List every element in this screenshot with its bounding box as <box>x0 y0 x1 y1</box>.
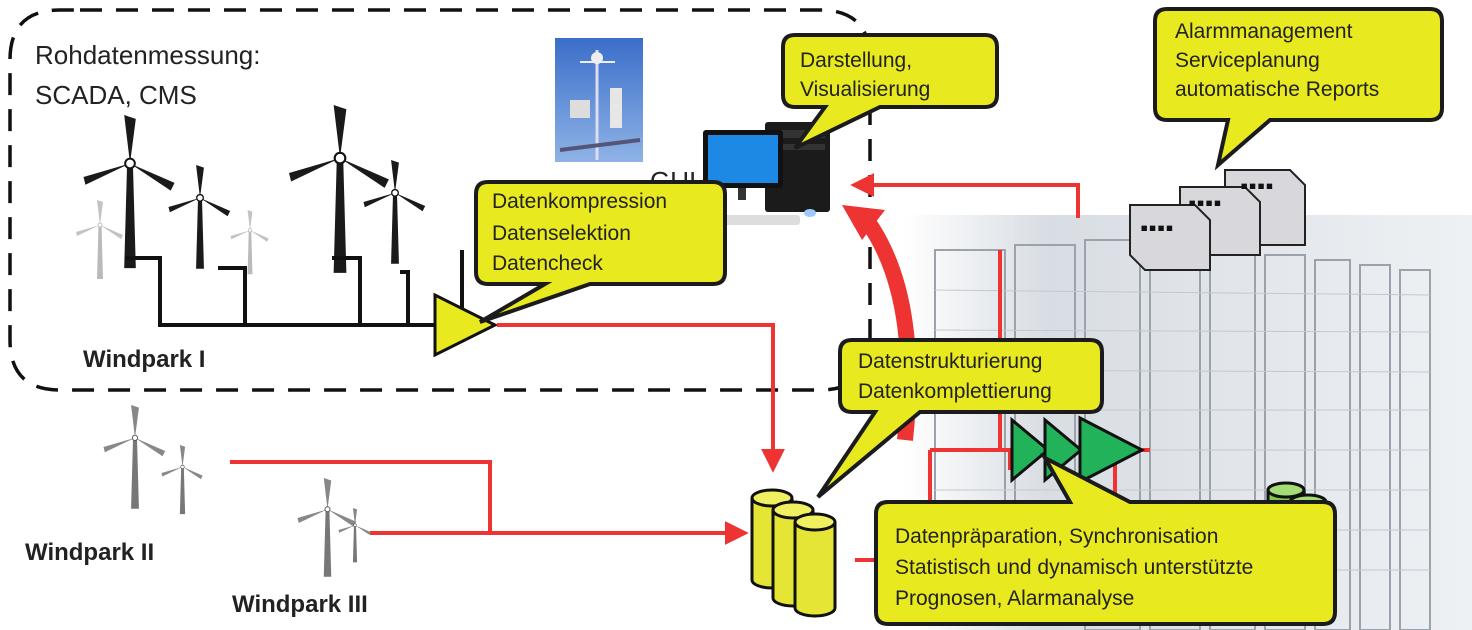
wind-turbine-icon <box>167 165 231 270</box>
callout-alarm-line2: Serviceplanung <box>1175 49 1320 72</box>
wind-turbine-icon <box>287 105 390 274</box>
callout-preparation-line2: Statistisch und dynamisch unterstützte <box>895 556 1253 579</box>
windpark-one-turbines <box>75 105 426 280</box>
callout-visualization-line1: Darstellung, <box>800 49 912 72</box>
windpark-two-turbines <box>102 405 204 515</box>
region-title-line1: Rohdatenmessung: <box>35 40 260 70</box>
callout-visualization-line2: Visualisierung <box>800 78 930 101</box>
callout-compression-line1: Datenkompression <box>492 190 667 213</box>
database-cylinder-icon <box>750 488 837 618</box>
triangle-processor-icon <box>433 292 499 358</box>
callout-preparation: Datenpräparation, Synchronisation Statis… <box>874 453 1337 626</box>
data-flow-lines <box>230 173 1150 562</box>
callout-compression-line2: Datenselektion <box>492 222 631 245</box>
callout-preparation-line1: Datenpräparation, Synchronisation <box>895 525 1218 548</box>
svg-text:▪▪▪▪: ▪▪▪▪ <box>1140 220 1174 236</box>
callout-compression-line3: Datencheck <box>492 252 603 275</box>
wind-turbine-icon <box>296 478 357 578</box>
callout-structuring: Datenstrukturierung Datenkomplettierung <box>816 338 1104 499</box>
windpark-one-wiring <box>125 250 464 327</box>
svg-text:▪▪▪▪: ▪▪▪▪ <box>1240 178 1274 194</box>
wind-turbine-icon <box>82 115 176 270</box>
windpark-three-turbines <box>296 478 372 578</box>
weather-station-icon <box>555 38 643 162</box>
server-rack-icon: ▪▪▪▪ ▪▪▪▪ ▪▪▪▪ <box>1129 169 1306 271</box>
callout-preparation-line3: Prognosen, Alarmanalyse <box>895 587 1134 610</box>
wind-turbine-icon <box>102 405 166 510</box>
callout-visualization: Darstellung, Visualisierung <box>781 33 999 150</box>
callout-alarm: Alarmmanagement Serviceplanung automatis… <box>1153 7 1444 171</box>
svg-text:▪▪▪▪: ▪▪▪▪ <box>1188 195 1222 211</box>
callout-structuring-line1: Datenstrukturierung <box>858 350 1042 373</box>
windpark-one-label: Windpark I <box>83 346 205 373</box>
region-title-line2: SCADA, CMS <box>35 80 197 110</box>
callout-alarm-line1: Alarmmanagement <box>1175 20 1353 43</box>
windpark-three-label: Windpark III <box>232 591 368 618</box>
callout-alarm-line3: automatische Reports <box>1175 78 1379 101</box>
wind-turbine-icon <box>161 445 204 515</box>
windpark-two-label: Windpark II <box>25 539 154 566</box>
callout-compression: Datenkompression Datenselektion Datenche… <box>474 180 727 324</box>
callout-structuring-line2: Datenkomplettierung <box>858 380 1052 403</box>
